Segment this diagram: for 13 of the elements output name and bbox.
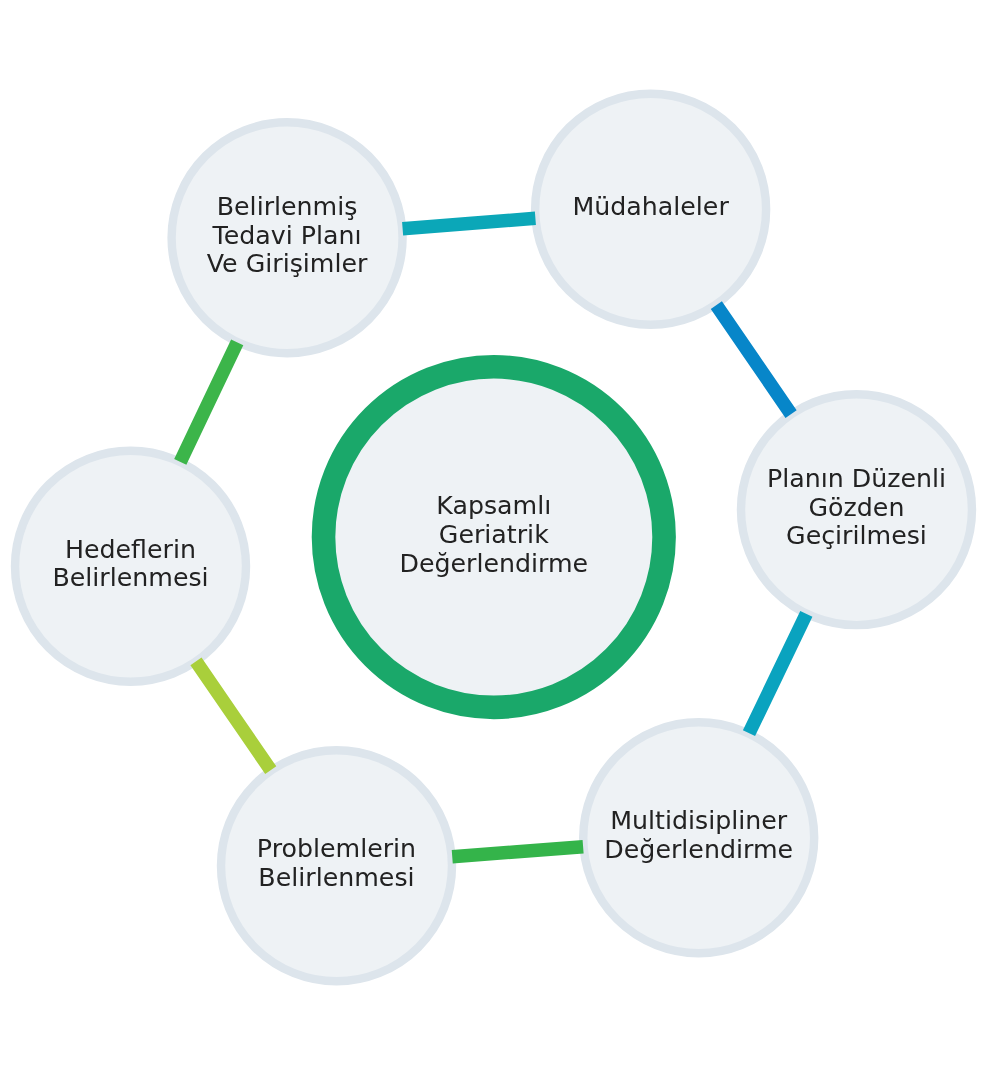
connector <box>190 657 277 774</box>
node-circle: Hedeflerin Belirlenmesi <box>10 446 251 686</box>
node-circle: Kapsamlı Geriatrik Değerlendirme <box>311 354 676 720</box>
node-circle: Planın Düzenli Gözden Geçirilmesi <box>736 389 977 630</box>
connector <box>402 211 536 236</box>
node-circle: Müdahaleler <box>530 89 771 329</box>
node-circle: Problemlerin Belirlenmesi <box>216 746 457 986</box>
node-circle: Belirlenmiş Tedavi Planı Ve Girişimler <box>167 118 407 358</box>
connector <box>174 339 244 465</box>
connector <box>742 611 813 737</box>
connector <box>451 839 584 864</box>
node-circle: Multidisipliner Değerlendirme <box>579 718 819 958</box>
connector <box>710 301 797 418</box>
